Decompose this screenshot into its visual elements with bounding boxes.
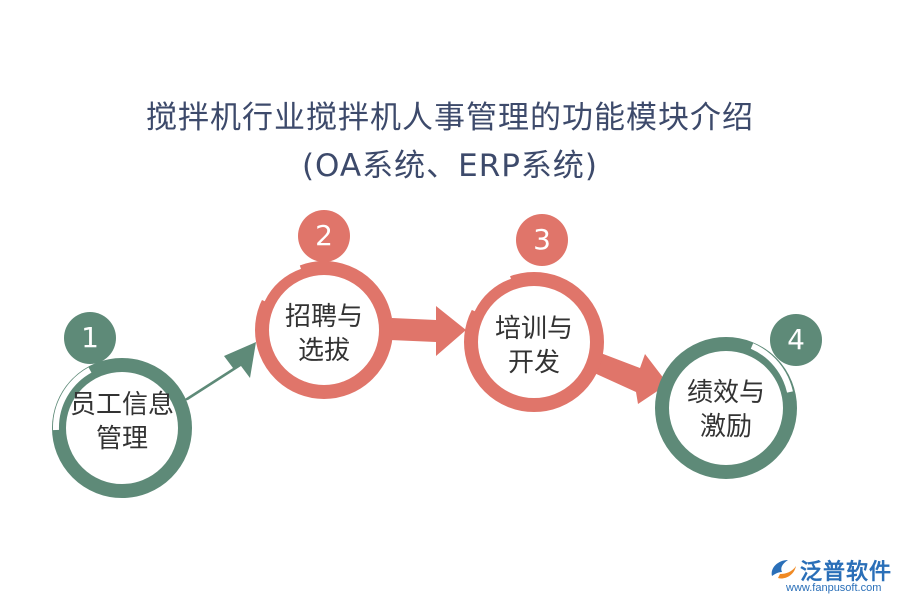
step-3-label: 培训与 开发	[474, 312, 594, 380]
step-2-label-line1: 招聘与	[284, 302, 363, 332]
step-1-label-line2: 管理	[95, 424, 148, 454]
step-4-ring	[655, 337, 797, 479]
step-4-label-line2: 激励	[699, 412, 752, 442]
step-2-ring	[255, 261, 393, 399]
step-4-label-line1: 绩效与	[686, 378, 765, 408]
arrow-3-to-4	[592, 352, 668, 404]
diagram-subtitle: (OA系统、ERP系统)	[301, 148, 599, 184]
step-4-label: 绩效与 激励	[666, 376, 786, 444]
step-1-ring	[52, 358, 192, 498]
step-1-badge: 1	[64, 312, 116, 364]
step-4-ring-gap	[750, 343, 793, 393]
arrow-2-to-3	[390, 306, 466, 356]
step-3-ring	[464, 272, 604, 412]
fanpu-logo-icon	[771, 560, 796, 579]
arrow-1-to-2	[180, 342, 256, 402]
step-3-badge: 3	[516, 214, 568, 266]
step-1-label: 员工信息 管理	[52, 388, 192, 456]
logo-brand-name: 泛普软件	[800, 560, 893, 585]
diagram-title: 搅拌机行业搅拌机人事管理的功能模块介绍	[146, 100, 754, 136]
step-2-label: 招聘与 选拔	[264, 300, 384, 368]
step-2-ring-gap	[259, 263, 302, 302]
step-2-label-line2: 选拔	[297, 336, 350, 366]
step-4-badge: 4	[770, 314, 822, 366]
step-2-badge: 2	[298, 210, 350, 262]
step-3-ring-gap	[469, 273, 512, 312]
step-3-label-line1: 培训与	[494, 314, 573, 344]
step-3-label-line2: 开发	[507, 348, 560, 378]
logo-url: www.fanpusoft.com	[786, 582, 882, 594]
step-1-ring-gap	[52, 367, 92, 431]
step-1-label-line1: 员工信息	[69, 390, 174, 420]
